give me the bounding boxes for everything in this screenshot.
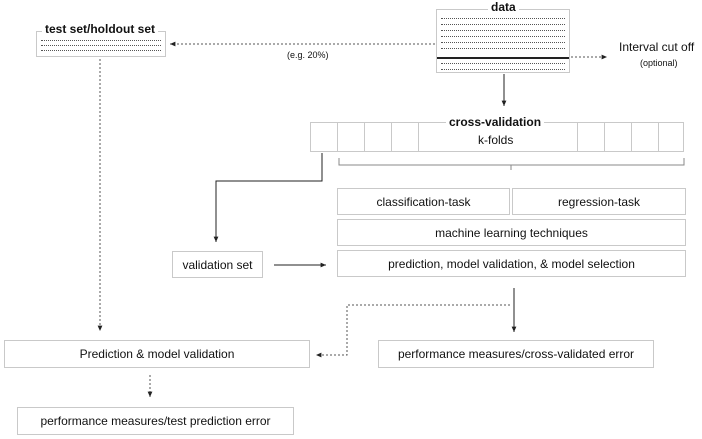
- arrow-selection-to-validation: [316, 304, 510, 358]
- data-title: data: [488, 0, 519, 14]
- prediction-validation-box: Prediction & model validation: [4, 340, 310, 368]
- fold-divider: [364, 123, 365, 151]
- classification-task-box: classification-task: [337, 188, 510, 215]
- prediction-validation-label: Prediction & model validation: [79, 347, 235, 361]
- regression-task-box: regression-task: [512, 188, 686, 215]
- interval-label: Interval cut off: [619, 40, 695, 54]
- classification-task-label: classification-task: [376, 194, 471, 209]
- prediction-selection-box: prediction, model validation, & model se…: [337, 250, 686, 277]
- cv-error-box: performance measures/cross-validated err…: [378, 340, 654, 368]
- data-row: [441, 42, 565, 43]
- fold-divider: [337, 123, 338, 151]
- cv-error-label: performance measures/cross-validated err…: [397, 347, 635, 361]
- test-row: [41, 50, 161, 51]
- ml-techniques-label: machine learning techniques: [435, 225, 588, 240]
- regression-task-label: regression-task: [557, 194, 641, 209]
- test-row: [41, 40, 161, 41]
- fold-divider: [631, 123, 632, 151]
- split-note: (e.g. 20%): [287, 50, 329, 60]
- folds-bracket: [338, 158, 685, 170]
- test-error-label: performance measures/test prediction err…: [40, 414, 271, 428]
- fold-divider: [577, 123, 578, 151]
- fold-divider: [604, 123, 605, 151]
- data-row: [441, 36, 565, 37]
- validation-set-box: validation set: [172, 251, 263, 278]
- fold-divider: [658, 123, 659, 151]
- validation-set-label: validation set: [182, 257, 253, 272]
- test-row: [41, 45, 161, 46]
- ml-techniques-box: machine learning techniques: [337, 219, 686, 246]
- data-row: [441, 18, 565, 19]
- data-row: [441, 69, 565, 70]
- cross-validation-title: cross-validation: [446, 115, 545, 129]
- test-set-title: test set/holdout set: [42, 22, 159, 36]
- data-cutoff-line: [437, 57, 569, 59]
- data-box: [436, 9, 570, 73]
- prediction-selection-label: prediction, model validation, & model se…: [388, 256, 635, 271]
- fold-divider: [418, 123, 419, 151]
- fold-divider: [391, 123, 392, 151]
- data-row: [441, 63, 565, 64]
- arrow-fold-to-validation: [213, 153, 323, 242]
- data-row: [441, 24, 565, 25]
- optional-label: (optional): [640, 58, 678, 68]
- kfolds-label: k-folds: [478, 133, 514, 147]
- test-error-box: performance measures/test prediction err…: [17, 407, 294, 435]
- data-row: [441, 48, 565, 49]
- data-row: [441, 30, 565, 31]
